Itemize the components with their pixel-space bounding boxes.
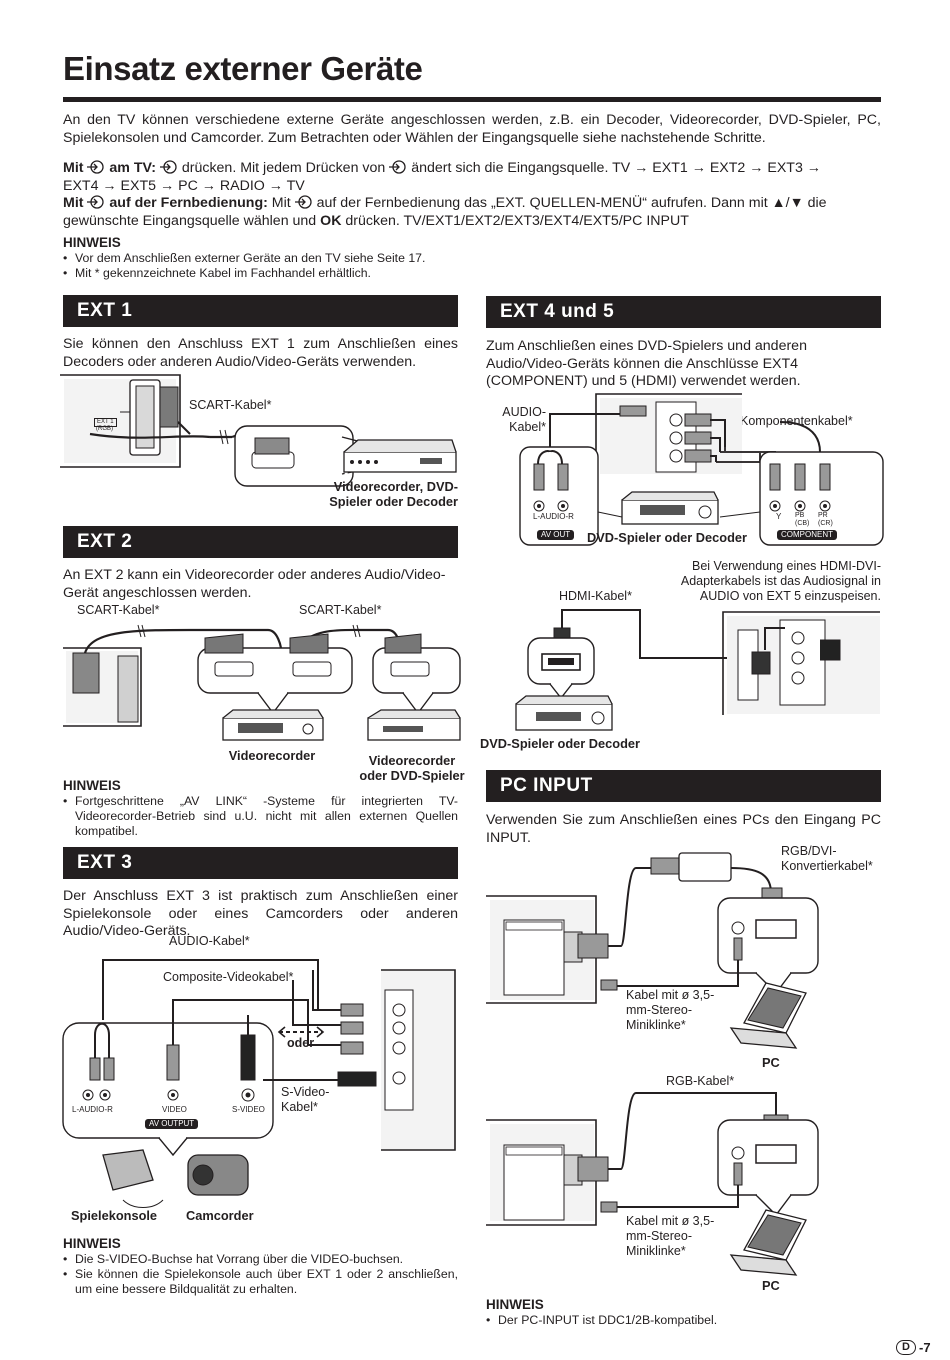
ext1-port-label: EXT 1 xyxy=(94,418,117,427)
hinweis-item: Vor dem Anschließen externer Geräte an d… xyxy=(63,251,513,266)
ext3-oder-label: oder xyxy=(287,1036,315,1050)
pc-hinweis-list: Der PC-INPUT ist DDC1/2B-kompatibel. xyxy=(486,1313,881,1328)
ext45-jack-pr: PR (CR) xyxy=(818,512,833,527)
input-instructions: Mit am TV: drücken. Mit jedem Drücken vo… xyxy=(63,160,893,230)
page-number-badge: D xyxy=(896,1340,916,1355)
label-ok: OK xyxy=(320,212,342,229)
ext1-text: Sie können den Anschluss EXT 1 zum Ansch… xyxy=(63,336,458,370)
ext45-jack-y: Y xyxy=(776,512,782,521)
text-druecken: drücken. Mit jedem Drücken von xyxy=(181,160,386,176)
ext45-hdmi-diagram xyxy=(515,609,880,731)
ext3-svideo-cable-label: S-Video-Kabel* xyxy=(281,1085,330,1114)
section-heading-pc: PC INPUT xyxy=(486,770,881,802)
section-heading-ext3: EXT 3 xyxy=(63,847,458,879)
input-button-icon xyxy=(159,160,177,174)
ext2-hinweis-list: Fortgeschrittene „AV LINK“ -Systeme für … xyxy=(63,794,458,839)
label-am-tv: am TV: xyxy=(109,160,156,176)
hinweis-item: Fortgeschrittene „AV LINK“ -Systeme für … xyxy=(63,794,458,839)
page-title: Einsatz externer Geräte xyxy=(63,50,423,87)
text-mit: Mit xyxy=(271,195,291,211)
pc-minijack-label-1: Kabel mit ø 3,5-mm-Stereo-Miniklinke* xyxy=(626,988,715,1032)
ext3-jack-laudior: L-AUDIO-R xyxy=(72,1105,113,1114)
input-button-icon xyxy=(294,195,312,209)
ext2-device-caption-2: Videorecorder oder DVD-Spieler xyxy=(359,753,465,783)
ext45-audio-cable-label: AUDIO-Kabel* xyxy=(502,405,546,434)
ext1-port-label-2: (RGB) xyxy=(96,426,113,432)
text-menu: auf der Fernbedienung das „EXT. QUELLEN-… xyxy=(316,195,827,211)
input-button-icon xyxy=(87,195,105,209)
section-heading-ext45: EXT 4 und 5 xyxy=(486,296,881,328)
text-sequence-2: EXT4 → EXT5 → PC → RADIO → TV xyxy=(63,177,305,194)
ext45-component-cable-label: Komponentenkabel* xyxy=(740,414,853,428)
title-rule xyxy=(63,97,881,102)
ext45-av-out-badge: AV OUT xyxy=(537,530,575,540)
pc-rgb-cable-label: RGB-Kabel* xyxy=(666,1074,735,1088)
ext45-hdmi-cable-label: HDMI-Kabel* xyxy=(559,589,632,603)
input-button-icon xyxy=(87,160,105,174)
pc-diagram-1 xyxy=(486,852,819,1049)
ext1-diagram xyxy=(60,374,457,487)
ext45-jack-laudior: L-AUDIO-R xyxy=(533,512,574,521)
ext1-cable-label: SCART-Kabel* xyxy=(189,398,272,412)
ext3-diagram xyxy=(62,959,456,1208)
ext3-audio-cable-label: AUDIO-Kabel* xyxy=(169,934,250,948)
ext2-hinweis-heading: HINWEIS xyxy=(63,778,121,793)
text-sequence: ändert sich die Eingangsquelle. TV → EXT… xyxy=(411,160,821,176)
pc-converter-label: RGB/DVI-Konvertierkabel* xyxy=(781,844,873,873)
ext2-text: An EXT 2 kann ein Videorecorder oder and… xyxy=(63,567,446,601)
pc-caption-2: PC xyxy=(762,1278,780,1293)
ext2-device-caption-1: Videorecorder xyxy=(228,748,316,763)
pc-minijack-label-2: Kabel mit ø 3,5-mm-Stereo-Miniklinke* xyxy=(626,1214,715,1258)
ext3-device-caption-1: Spielekonsole xyxy=(71,1208,158,1223)
ext3-jack-video: VIDEO xyxy=(162,1105,187,1114)
ext45-component-badge: COMPONENT xyxy=(777,530,837,540)
ext45-text: Zum Anschließen eines DVD-Spielers und a… xyxy=(486,338,807,389)
pc-caption-1: PC xyxy=(762,1055,780,1070)
ext3-hinweis-heading: HINWEIS xyxy=(63,1236,121,1251)
section-heading-ext2: EXT 2 xyxy=(63,526,458,558)
ext2-diagram xyxy=(63,624,461,741)
ext3-composite-cable-label: Composite-Videokabel* xyxy=(163,970,294,984)
text-choose: gewünschte Eingangsquelle wählen und xyxy=(63,212,317,229)
ext2-cable-label-2: SCART-Kabel* xyxy=(299,603,382,617)
ext1-device-caption: Videorecorder, DVD-Spieler oder Decoder xyxy=(329,479,458,509)
hinweis-item: Sie können die Spielekonsole auch über E… xyxy=(63,1267,458,1297)
ext2-cable-label-1: SCART-Kabel* xyxy=(77,603,160,617)
ext3-av-output-badge: AV OUTPUT xyxy=(145,1119,199,1129)
ext45-hdmi-note: Bei Verwendung eines HDMI-DVI-Adapterkab… xyxy=(680,559,881,603)
hinweis-list: Vor dem Anschließen externer Geräte an d… xyxy=(63,251,513,281)
ext45-component-diagram xyxy=(519,393,884,546)
ext3-hinweis-list: Die S-VIDEO-Buchse hat Vorrang über die … xyxy=(63,1252,458,1297)
hinweis-heading: HINWEIS xyxy=(63,235,121,250)
ext45-device-caption: DVD-Spieler oder Decoder xyxy=(587,530,748,545)
ext45-hdmi-device-caption: DVD-Spieler oder Decoder xyxy=(480,736,641,751)
ext3-jack-svideo: S-VIDEO xyxy=(232,1105,265,1114)
pc-hinweis-heading: HINWEIS xyxy=(486,1297,544,1312)
input-button-icon xyxy=(389,160,406,174)
page-number: -7 xyxy=(919,1340,931,1355)
hinweis-item: Mit * gekennzeichnete Kabel im Fachhande… xyxy=(63,266,513,281)
intro-paragraph: An den TV können verschiedene externe Ge… xyxy=(63,112,881,146)
text-sources: drücken. TV/EXT1/EXT2/EXT3/EXT4/EXT5/PC … xyxy=(345,212,689,229)
hinweis-item: Die S-VIDEO-Buchse hat Vorrang über die … xyxy=(63,1252,458,1267)
hinweis-item: Der PC-INPUT ist DDC1/2B-kompatibel. xyxy=(486,1313,881,1328)
section-heading-ext1: EXT 1 xyxy=(63,295,458,327)
label-fernbedienung: auf der Fernbedienung: xyxy=(109,195,268,211)
ext3-text: Der Anschluss EXT 3 ist praktisch zum An… xyxy=(63,888,458,939)
label-mit: Mit xyxy=(63,160,84,176)
ext3-device-caption-2: Camcorder xyxy=(186,1208,254,1223)
pc-text: Verwenden Sie zum Anschließen eines PCs … xyxy=(486,812,881,846)
label-mit-2: Mit xyxy=(63,195,84,211)
pc-diagram-2 xyxy=(486,1092,819,1276)
ext45-jack-pb: PB (CB) xyxy=(795,512,810,527)
